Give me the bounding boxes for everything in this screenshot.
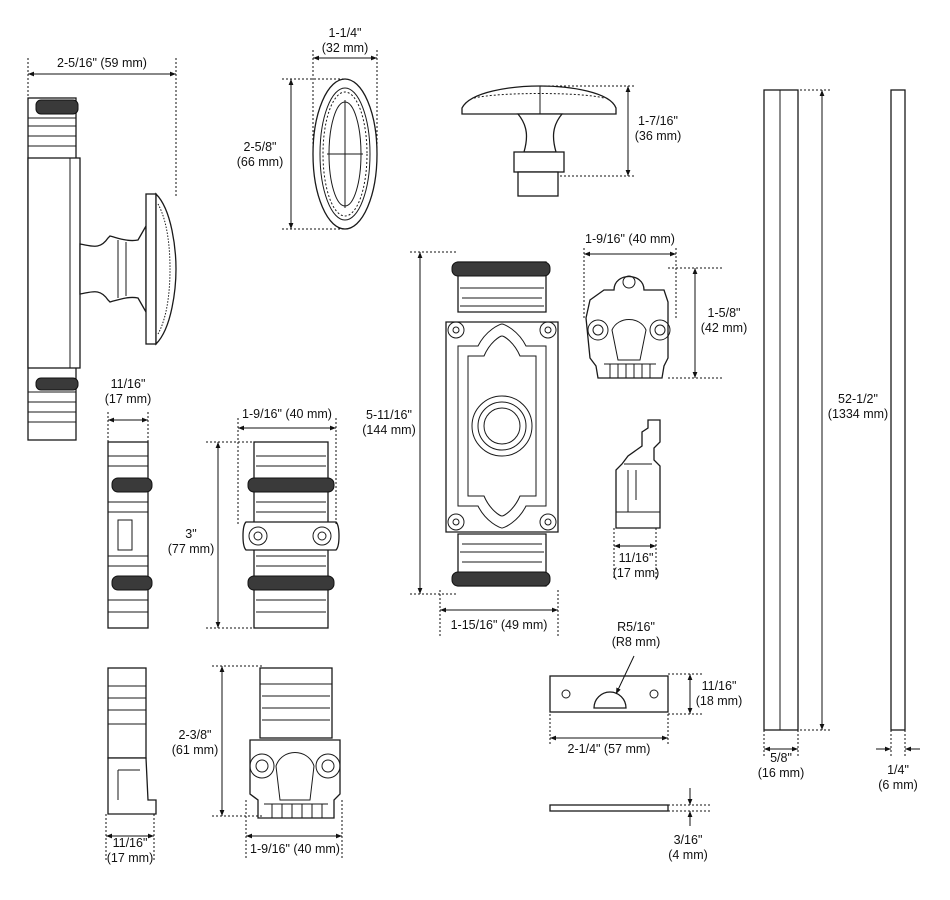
dim-bottom-side-depth: 11/16" (17 mm): [102, 836, 158, 866]
long-rail-views: [763, 89, 906, 731]
top-bracket-front-view: [585, 275, 671, 379]
dim-rail-width-metric: (16 mm): [757, 766, 805, 780]
dim-ring-width-text: 1-9/16" (40 mm): [242, 407, 332, 421]
ring-side-view: [107, 441, 153, 629]
strike-plate-front-view: [549, 675, 669, 713]
dim-oval-height-imperial: 2-5/8": [243, 140, 277, 154]
dim-strike-height-metric: (18 mm): [695, 694, 743, 708]
dim-top-bracket-height-imperial: 1-5/8": [707, 306, 741, 320]
dim-bottom-side-depth-metric: (17 mm): [106, 851, 154, 865]
dim-ring-width: 1-9/16" (40 mm): [236, 407, 338, 422]
dim-side-depth-a-imperial: 11/16": [110, 377, 146, 391]
bell-side-view: [27, 97, 177, 441]
dim-knob-height-imperial: 1-7/16": [638, 114, 678, 128]
dim-bottom-height-imperial: 2-3/8": [178, 728, 212, 742]
dim-top-bracket-width: 1-9/16" (40 mm): [580, 232, 680, 247]
dim-rail-width-imperial: 5/8": [770, 751, 792, 765]
dim-bottom-height: 2-3/8" (61 mm): [170, 728, 220, 758]
dim-oval-width: 1-1/4" (32 mm): [300, 26, 390, 56]
dim-bell-width-text: 2-5/16" (59 mm): [57, 56, 147, 70]
dim-thin-rail-width: 1/4" (6 mm): [870, 763, 926, 793]
dim-oval-width-imperial: 1-1/4": [328, 26, 362, 40]
dim-bell-width: 2-5/16" (59 mm): [28, 56, 176, 71]
dim-rail-length-metric: (1334 mm): [827, 407, 889, 421]
dim-side-depth-a: 11/16" (17 mm): [100, 377, 156, 407]
dim-radius-imperial: R5/16": [617, 620, 655, 634]
dim-plate-height-imperial: 5-11/16": [366, 408, 412, 422]
dim-oval-height: 2-5/8" (66 mm): [232, 140, 288, 170]
dim-strike-thickness: 3/16" (4 mm): [660, 833, 716, 863]
dim-strike-height: 11/16" (18 mm): [692, 679, 746, 709]
bracket-side-view: [615, 419, 661, 529]
knob-side-view: [461, 85, 617, 197]
dim-strike-thickness-imperial: 3/16": [673, 833, 703, 847]
ring-front-view: [242, 441, 340, 629]
dim-strike-thickness-metric: (4 mm): [668, 848, 708, 862]
bottom-bracket-front-view: [249, 667, 341, 819]
dim-oval-width-metric: (32 mm): [321, 41, 369, 55]
dim-radius-metric: (R8 mm): [611, 635, 661, 649]
dim-bracket-side-depth-metric: (17 mm): [612, 566, 660, 580]
dim-ring-height-metric: (77 mm): [167, 542, 215, 556]
doorbell-plate-front-view: [445, 261, 559, 587]
dim-strike-width-text: 2-1/4" (57 mm): [567, 742, 651, 756]
dim-plate-height-metric: (144 mm): [362, 423, 416, 437]
dim-radius: R5/16" (R8 mm): [608, 620, 664, 650]
dim-bracket-side-depth: 11/16" (17 mm): [608, 551, 664, 581]
dim-rail-width: 5/8" (16 mm): [752, 751, 810, 781]
dim-ring-height: 3" (77 mm): [166, 527, 216, 557]
dim-plate-width-text: 1-15/16" (49 mm): [450, 618, 548, 632]
dim-strike-width: 2-1/4" (57 mm): [550, 742, 668, 757]
dim-top-bracket-height: 1-5/8" (42 mm): [698, 306, 750, 336]
dim-strike-height-imperial: 11/16": [701, 679, 737, 693]
dim-side-depth-a-metric: (17 mm): [104, 392, 152, 406]
dim-bottom-width-text: 1-9/16" (40 mm): [250, 842, 340, 856]
dim-bottom-width: 1-9/16" (40 mm): [244, 842, 346, 857]
dim-top-bracket-width-text: 1-9/16" (40 mm): [585, 232, 675, 246]
dim-thin-rail-width-imperial: 1/4": [887, 763, 909, 777]
dimension-lines: [27, 50, 920, 862]
dim-bottom-height-metric: (61 mm): [171, 743, 219, 757]
strike-plate-edge-view: [549, 804, 669, 812]
dim-thin-rail-width-metric: (6 mm): [878, 778, 918, 792]
dim-knob-height: 1-7/16" (36 mm): [632, 114, 684, 144]
dim-top-bracket-height-metric: (42 mm): [700, 321, 748, 335]
dim-knob-height-metric: (36 mm): [634, 129, 682, 143]
dim-oval-height-metric: (66 mm): [236, 155, 284, 169]
dim-plate-width: 1-15/16" (49 mm): [440, 618, 558, 633]
dim-bottom-side-depth-imperial: 11/16": [112, 836, 148, 850]
bottom-side-view: [107, 667, 157, 815]
oval-front-view: [312, 78, 378, 230]
dim-rail-length-imperial: 52-1/2": [838, 392, 878, 406]
dim-ring-height-imperial: 3": [185, 527, 197, 541]
dim-plate-height: 5-11/16" (144 mm): [360, 408, 418, 438]
dim-bracket-side-depth-imperial: 11/16": [618, 551, 654, 565]
dim-rail-length: 52-1/2" (1334 mm): [826, 392, 890, 422]
